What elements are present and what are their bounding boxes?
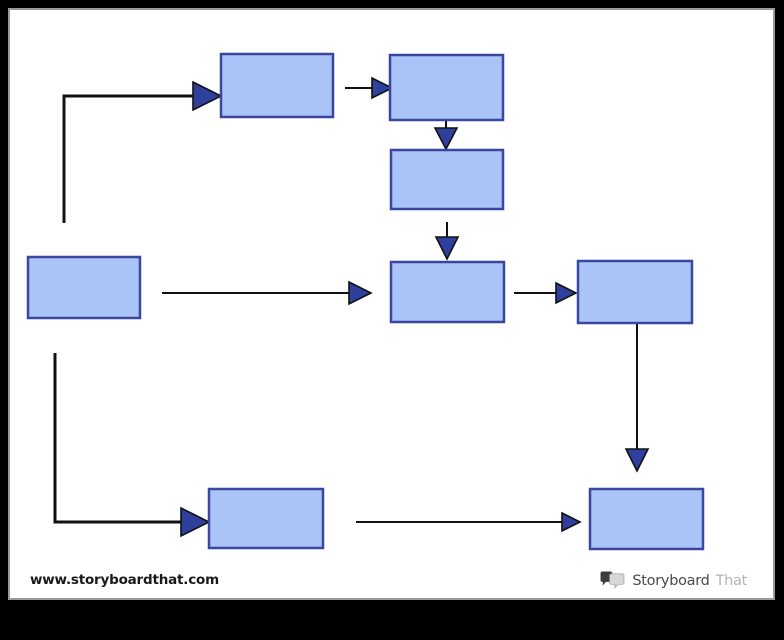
conn-top-left-to-top-right-arrowhead: [371, 76, 394, 100]
conn-start-up-to-top-left: [62, 80, 223, 223]
conn-right-middle-to-bottom-right: [624, 324, 650, 473]
conn-center-to-right-middle-arrowhead: [555, 281, 578, 305]
box-start-left[interactable]: [26, 255, 142, 320]
conn-start-to-center: [162, 280, 373, 306]
conn-start-up-to-top-left-arrowhead: [192, 80, 223, 112]
conn-mid-upper-to-center: [434, 222, 460, 261]
conn-right-middle-to-bottom-right-arrowhead: [624, 448, 650, 473]
flowchart-diagram: [26, 52, 705, 551]
box-right-middle[interactable]: [576, 259, 694, 325]
conn-start-down-to-bottom-left-line: [53, 353, 184, 524]
box-top-right-shape[interactable]: [388, 53, 505, 122]
conn-mid-upper-to-center-arrowhead: [434, 236, 460, 261]
conn-center-to-right-middle: [514, 281, 578, 305]
box-top-right[interactable]: [388, 53, 505, 122]
speech-bubbles-icon: [600, 571, 625, 590]
box-start-left-shape[interactable]: [26, 255, 142, 320]
conn-top-right-to-mid-upper: [433, 118, 459, 151]
box-bottom-right[interactable]: [588, 487, 705, 551]
brand-name-primary: Storyboard: [632, 572, 710, 589]
conn-top-left-to-top-right: [345, 76, 394, 100]
box-center-shape[interactable]: [389, 260, 506, 324]
box-mid-upper-shape[interactable]: [389, 148, 505, 211]
conn-top-right-to-mid-upper-arrowhead: [433, 127, 459, 151]
conn-bottom-left-to-bottom-right: [356, 511, 582, 533]
box-top-left-shape[interactable]: [219, 52, 335, 119]
box-top-left[interactable]: [219, 52, 335, 119]
box-bottom-right-shape[interactable]: [588, 487, 705, 551]
brand-name-secondary: That: [715, 572, 748, 589]
box-bottom-left-shape[interactable]: [207, 487, 325, 550]
box-center[interactable]: [389, 260, 506, 324]
conn-start-to-center-arrowhead: [348, 280, 373, 306]
box-right-middle-shape[interactable]: [576, 259, 694, 325]
box-mid-upper[interactable]: [389, 148, 505, 211]
storyboard-canvas: www.storyboardthat.com Storyboard That: [8, 8, 775, 600]
conn-start-down-to-bottom-left-arrowhead: [180, 506, 211, 538]
site-url-label: www.storyboardthat.com: [30, 572, 219, 588]
conn-bottom-left-to-bottom-right-arrowhead: [561, 511, 582, 533]
canvas-footer: www.storyboardthat.com Storyboard That: [10, 554, 773, 598]
storyboardthat-logo[interactable]: Storyboard That: [600, 571, 747, 590]
box-bottom-left[interactable]: [207, 487, 325, 550]
conn-start-up-to-top-left-line: [62, 94, 196, 223]
conn-start-down-to-bottom-left: [53, 353, 211, 538]
